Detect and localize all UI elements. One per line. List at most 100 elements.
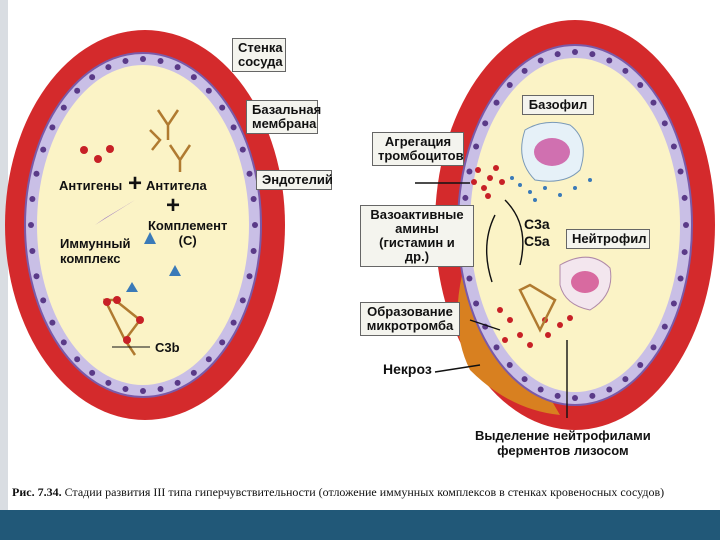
endothelial-nucleus [250, 247, 257, 254]
endothelial-nucleus [205, 356, 212, 363]
right-immune-complex [518, 283, 557, 333]
endothelial-nucleus [157, 58, 164, 65]
endothelial-nucleus [554, 51, 561, 58]
vasoactive-amines-callout: Вазоактивные амины (гистамин и др.) [360, 205, 474, 267]
necrosis-label: Некроз [383, 361, 432, 377]
granule [588, 178, 592, 182]
left-lumen [37, 65, 249, 385]
endothelial-nucleus [74, 356, 81, 363]
endothelial-nucleus [122, 385, 129, 392]
endothelial-nucleus [554, 392, 561, 399]
endothelial-nucleus [239, 297, 246, 304]
endothelial-nucleus [105, 379, 112, 386]
neutrophil-cell [559, 256, 612, 311]
endothelial-nucleus [637, 361, 644, 368]
platelet [485, 193, 491, 199]
endothelial-nucleus [681, 249, 688, 256]
endothelial-nucleus [60, 104, 67, 111]
platelet [567, 315, 573, 321]
endothelial-nucleus [33, 273, 40, 280]
granule [558, 193, 562, 197]
endothelial-nucleus [622, 67, 629, 74]
endothelial-nucleus [33, 170, 40, 177]
plus-sign-1: + [128, 170, 143, 197]
endothelial-nucleus [466, 275, 473, 282]
endothelial-nucleus [681, 194, 688, 201]
endothelial-nucleus [230, 319, 237, 326]
neutrophil-callout: Нейтрофил [566, 229, 650, 249]
endothelial-nucleus [661, 120, 668, 127]
endothelial-nucleus [190, 369, 197, 376]
endothelial-nucleus [29, 247, 36, 254]
arrows [415, 182, 568, 418]
microthrombus-callout: Образование микротромба [360, 302, 460, 336]
endothelial-nucleus [140, 388, 146, 394]
antibody-icons [149, 109, 192, 172]
endothelial-nucleus [521, 67, 528, 74]
endothelial-nucleus [572, 395, 578, 401]
left-endothelial-cells [28, 56, 258, 394]
endothelial-nucleus [606, 386, 613, 393]
platelet [517, 332, 523, 338]
endothelial-nucleus [89, 74, 96, 81]
basophil-callout: Базофил [522, 95, 594, 115]
endothelial-nucleus [466, 168, 473, 175]
endothelial-nucleus [28, 222, 34, 228]
platelet [545, 332, 551, 338]
endothelial-nucleus [49, 319, 56, 326]
arrow-to-complex [95, 200, 135, 225]
endothelial-nucleus [157, 385, 164, 392]
right-vessel [435, 20, 715, 430]
endothelial-nucleus [622, 376, 629, 383]
platelet [527, 342, 533, 348]
endothelial-nucleus [174, 64, 181, 71]
endothelial-nucleus [650, 344, 657, 351]
endothelial-nucleus [60, 339, 67, 346]
left-vessel [5, 30, 285, 420]
endothelial-nucleus [89, 369, 96, 376]
endothelial-nucleus [537, 386, 544, 393]
endothelial-nucleus [190, 74, 197, 81]
endothelial-nucleus [219, 339, 226, 346]
endothelial-nucleus [589, 392, 596, 399]
platelet-aggregation-callout: Агрегация тромбоцитов [372, 132, 464, 166]
platelet [481, 185, 487, 191]
antigens-label: Антигены [59, 178, 123, 193]
endothelial-nucleus [473, 300, 480, 307]
granule [518, 183, 522, 187]
right-endothelial-cells [461, 49, 689, 401]
endothelium-callout: Эндотелий [256, 170, 333, 190]
granule [533, 198, 537, 202]
complex-red-dots [103, 296, 144, 344]
platelet [502, 337, 508, 343]
platelet [557, 322, 563, 328]
endothelial-nucleus [246, 273, 253, 280]
endothelial-nucleus [239, 146, 246, 153]
endothelial-nucleus [74, 87, 81, 94]
left-accent-bar [0, 0, 8, 540]
granule [543, 186, 547, 190]
endothelial-nucleus [521, 376, 528, 383]
platelet [471, 179, 477, 185]
basement-membrane-callout: Базальная мембрана [246, 100, 321, 134]
endothelial-nucleus [637, 82, 644, 89]
figure-caption-text: Стадии развития III типа гиперчувствител… [64, 485, 665, 499]
endothelial-nucleus [473, 143, 480, 150]
endothelial-nucleus [606, 57, 613, 64]
endothelial-nucleus [572, 49, 578, 55]
endothelial-nucleus [174, 379, 181, 386]
endothelial-nucleus [49, 124, 56, 131]
platelet [499, 179, 505, 185]
endothelial-nucleus [683, 222, 689, 228]
endothelial-nucleus [246, 170, 253, 177]
endothelial-nucleus [506, 82, 513, 89]
endothelial-nucleus [40, 146, 47, 153]
platelet [475, 167, 481, 173]
endothelial-nucleus [677, 168, 684, 175]
endothelial-nucleus [537, 57, 544, 64]
endothelial-nucleus [205, 87, 212, 94]
endothelial-nucleus [230, 124, 237, 131]
endothelial-nucleus [482, 120, 489, 127]
basophil-cell [521, 121, 584, 182]
